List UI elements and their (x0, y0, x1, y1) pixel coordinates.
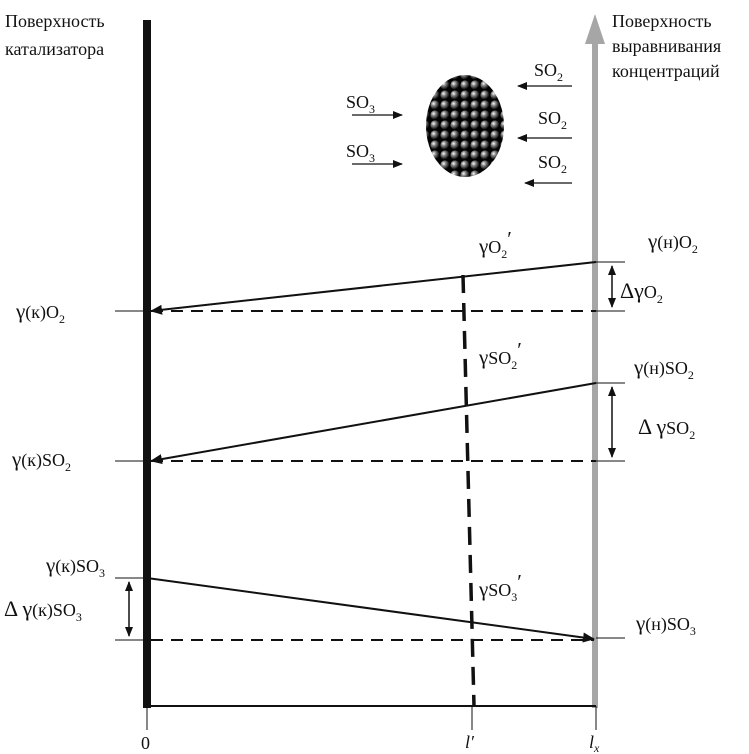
o2-concentration-line (150, 261, 597, 315)
gamma-so3-prime-label: γSO3′ (478, 570, 522, 604)
so3-flow-label-2: SO3 (346, 141, 375, 165)
gamma-n-o2-label: γ(н)O2 (647, 229, 698, 256)
catalyst-surface-wall (143, 20, 151, 708)
catalyst-grain (426, 75, 504, 177)
catalyst-surface-label-line2: катализатора (5, 39, 104, 59)
so2-flow-label-2: SO2 (538, 108, 567, 132)
delta-gamma-k-so3-label: Δ γ(к)SO3 (4, 596, 82, 624)
so2-flow-label-3: SO2 (538, 152, 567, 176)
gamma-k-so3-label: γ(к)SO3 (45, 553, 105, 580)
l-prime-dashed-line (461, 274, 476, 707)
so3-flow-label-1: SO3 (346, 92, 375, 116)
axis-l-x-label: lx (589, 732, 600, 754)
so3-concentration-line (146, 577, 595, 643)
axis-origin-label: 0 (141, 733, 150, 753)
equalization-wall-arrowhead (585, 14, 605, 44)
equalization-surface-wall (592, 40, 598, 708)
so2-flow-label-1: SO2 (534, 60, 563, 84)
gamma-n-so2-label: γ(н)SO2 (633, 355, 694, 382)
gamma-n-so3-label: γ(н)SO3 (635, 611, 696, 638)
catalyst-surface-label-line1: Поверхность (5, 11, 105, 31)
equalization-surface-label-line3: концентраций (612, 61, 720, 81)
axis-l-prime-label: l′ (465, 732, 475, 752)
delta-gamma-so2-label: Δ γSO2 (638, 414, 695, 442)
delta-gamma-o2-label: ΔγO2 (620, 278, 663, 306)
equalization-surface-label-line1: Поверхность (612, 11, 712, 31)
gamma-o2-prime-label: γO2′ (478, 227, 512, 261)
so2-concentration-line (150, 382, 597, 465)
equalization-surface-label-line2: выравнивания (612, 36, 721, 56)
gamma-k-so2-label: γ(к)SO2 (11, 447, 71, 474)
gamma-k-o2-label: γ(к)O2 (15, 299, 65, 326)
gamma-so2-prime-label: γSO2′ (478, 338, 522, 372)
